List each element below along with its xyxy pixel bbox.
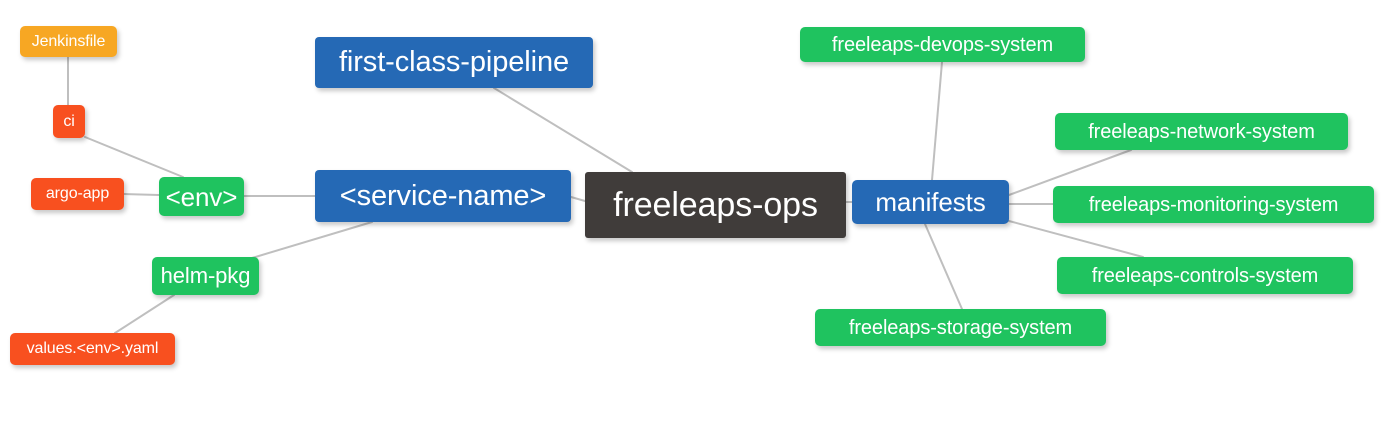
edge-root-first-class-pipeline: [493, 87, 633, 173]
node-env-label: <env>: [165, 181, 238, 212]
edge-env-argo-app: [123, 193, 160, 196]
edge-manifests-controls-system: [1008, 220, 1144, 258]
node-root-freeleaps-ops[interactable]: freeleaps-ops: [585, 172, 846, 238]
node-first-class-pipeline[interactable]: first-class-pipeline: [315, 37, 593, 88]
node-helm-pkg-label: helm-pkg: [160, 263, 251, 288]
edge-root-service-name: [570, 196, 586, 202]
node-values-yaml[interactable]: values.<env>.yaml: [10, 333, 175, 365]
node-freeleaps-monitoring-system[interactable]: freeleaps-monitoring-system: [1053, 186, 1374, 223]
node-freeleaps-network-system[interactable]: freeleaps-network-system: [1055, 113, 1348, 150]
node-freeleaps-devops-system-label: freeleaps-devops-system: [831, 33, 1054, 56]
node-freeleaps-storage-system[interactable]: freeleaps-storage-system: [815, 309, 1106, 346]
node-jenkinsfile[interactable]: Jenkinsfile: [20, 26, 117, 57]
node-argo-app-label: argo-app: [45, 185, 110, 202]
node-service-name[interactable]: <service-name>: [315, 170, 571, 222]
edge-helm-pkg-values-yaml: [114, 294, 175, 334]
node-jenkinsfile-label: Jenkinsfile: [31, 32, 106, 50]
node-helm-pkg[interactable]: helm-pkg: [152, 257, 259, 295]
node-freeleaps-storage-system-label: freeleaps-storage-system: [848, 316, 1073, 339]
edge-service-name-helm-pkg: [251, 221, 373, 259]
node-ci-label: ci: [63, 112, 75, 130]
edge-manifests-devops-system: [931, 61, 943, 181]
node-freeleaps-monitoring-system-label: freeleaps-monitoring-system: [1088, 193, 1339, 216]
node-root-label: freeleaps-ops: [613, 186, 818, 224]
node-freeleaps-controls-system[interactable]: freeleaps-controls-system: [1057, 257, 1353, 294]
node-freeleaps-devops-system[interactable]: freeleaps-devops-system: [800, 27, 1085, 62]
node-env[interactable]: <env>: [159, 177, 244, 216]
node-freeleaps-controls-system-label: freeleaps-controls-system: [1091, 264, 1319, 287]
node-argo-app[interactable]: argo-app: [31, 178, 124, 210]
node-service-name-label: <service-name>: [339, 179, 547, 212]
node-manifests-label: manifests: [875, 187, 986, 217]
node-first-class-pipeline-label: first-class-pipeline: [338, 46, 570, 78]
node-ci[interactable]: ci: [53, 105, 85, 138]
node-freeleaps-network-system-label: freeleaps-network-system: [1088, 120, 1315, 143]
edge-manifests-storage-system: [924, 223, 963, 310]
node-manifests[interactable]: manifests: [852, 180, 1009, 224]
edge-env-ci: [84, 136, 184, 178]
node-values-yaml-label: values.<env>.yaml: [26, 340, 159, 357]
